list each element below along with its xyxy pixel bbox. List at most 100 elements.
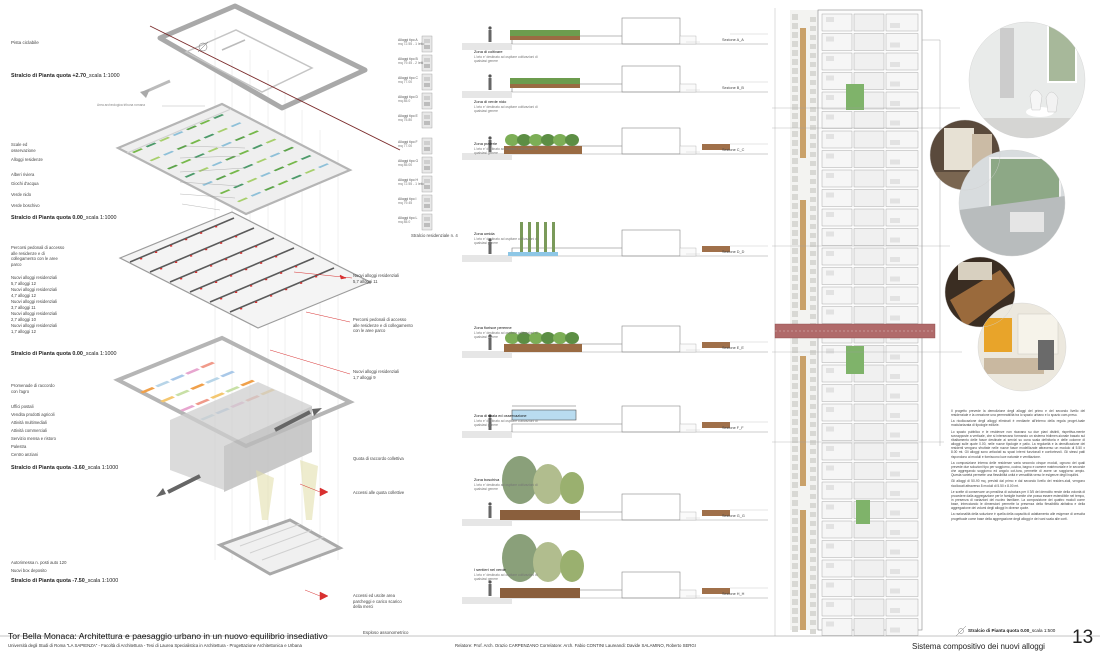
paving-stone [810,107,816,112]
paving-stone [792,122,798,128]
paving-stone [792,302,798,308]
plan-apartment [821,111,919,129]
typology-icon [421,54,433,72]
axo-note-collective-level: Quota di raccordo collettiva [353,456,404,461]
paving-stone [810,260,816,265]
zone-name: Zona di coltivare [474,49,503,54]
level-minus360-scale: _scala 1:1000 [84,465,119,471]
green-band-tile [260,172,271,177]
typology-icon [421,194,433,212]
level-000-green-title: Stralcio di Pianta quota 0.00 [11,215,83,221]
plan-scale-icon [955,625,967,637]
service-band-tile [200,361,215,369]
green-band-tile [287,160,298,166]
axo-legend-residences: Alloggi residenze [11,157,43,162]
paving-stone [810,557,816,562]
plan-caption: Stralcio di Pianta quota 0.00_scala 1:50… [968,628,1055,633]
typology-icon [421,175,433,193]
axo-note-archaeological-area: Area archeologica tribuna romana [97,103,146,107]
paving-stone [810,152,816,157]
description-text: Il progetto prevede la demolizione degli… [951,409,1085,523]
housing-unit-marker [235,236,238,238]
paving-stone [810,539,816,544]
green-band-tile [264,186,275,191]
paving-stone [810,287,816,292]
green-band-tile [176,145,188,150]
green-band-tile [203,133,215,139]
paving-stone [792,239,798,245]
typology-area: mq 72.55 - 1 letto [398,182,425,187]
axo-level-000-housing-label: Stralcio di Pianta quota 0.00_scala 1:10… [11,351,116,357]
paving-stone [792,41,798,47]
paving-stone [792,392,798,398]
paving-stone [792,527,798,533]
green-band-tile [242,163,254,169]
paving-stone [792,23,798,29]
plan-apartment [821,130,919,149]
typology-name: Alloggi tipo B [398,57,418,61]
housing-row [129,217,235,263]
zone-description: L'orto e' destinato ad ospitare coltivaz… [474,482,538,491]
paving-stone [792,536,798,542]
plan-apartment [821,13,919,32]
north-arrow-icon [197,41,209,53]
plan-apartment [821,247,919,266]
paving-stone [792,410,798,416]
zone-description: L'orto e' destinato ad ospitare coltivaz… [474,330,538,339]
axo-level-000-green [115,102,353,216]
zone-description: L'orto e' destinato ad ospitare coltivaz… [474,54,538,63]
paving-stone [810,170,816,175]
paving-stone [810,26,816,31]
plan-apartment [821,559,919,578]
service-band-tile [210,392,225,399]
green-band-tile [202,181,213,186]
section-id: Sezione G_G [722,514,745,518]
paving-stone [810,125,816,130]
axo-level-plus270-label: Stralcio di Pianta quota +2.70_scala 1:1… [11,73,120,79]
typology-area: mq 77.00 [398,144,413,149]
service-band-tile [190,383,205,390]
plan-apartment [821,345,919,363]
paving-stone [810,566,816,571]
paving-stone [792,275,798,281]
axo-legend-canteen: Servizio mensa e ristoro [11,436,56,441]
zone-description: L'orto e' destinato ad ospitare coltivaz… [474,418,538,427]
level-plus270-title: Stralcio di Pianta quota +2.70 [11,73,87,79]
paving-stone [792,563,798,569]
paving-stone [810,440,816,445]
axo-legend-garage: Autorimessa n. posti auto 120 [11,560,67,565]
plan-strip [772,8,962,636]
paving-stone [810,458,816,463]
paving-stone [810,629,816,634]
section-drawing [462,127,768,160]
level-000-green-scale: _scala 1:1000 [82,215,117,221]
paving-stone [792,32,798,38]
level-plus270-scale: _scala 1:1000 [86,73,120,79]
green-band-tile [184,172,196,178]
paving-stone [792,248,798,254]
axo-level-minus750 [216,518,344,576]
zone-description: L'orto e' destinato ad ospitare coltivaz… [474,146,538,155]
housing-unit-marker [210,265,213,267]
paving-stone [792,14,798,20]
green-band-tile [246,177,258,183]
paving-stone [792,545,798,551]
axo-legend-housing-4: Nuovi alloggi residenziali 4,7 alloggi 1… [11,287,58,298]
typology-icon [421,137,433,155]
service-band-tile [185,368,200,375]
housing-unit-marker [200,288,203,290]
plan-apartment [821,364,919,383]
housing-unit-marker [240,252,243,254]
axo-legend-paths: Percorsi pedonali di accesso alle reside… [11,245,65,268]
typology-area: mq 85.0 [398,99,411,104]
green-band-tile [300,155,312,160]
green-band-tile [234,136,246,141]
paving-stone [810,413,816,418]
paving-stone [792,419,798,425]
